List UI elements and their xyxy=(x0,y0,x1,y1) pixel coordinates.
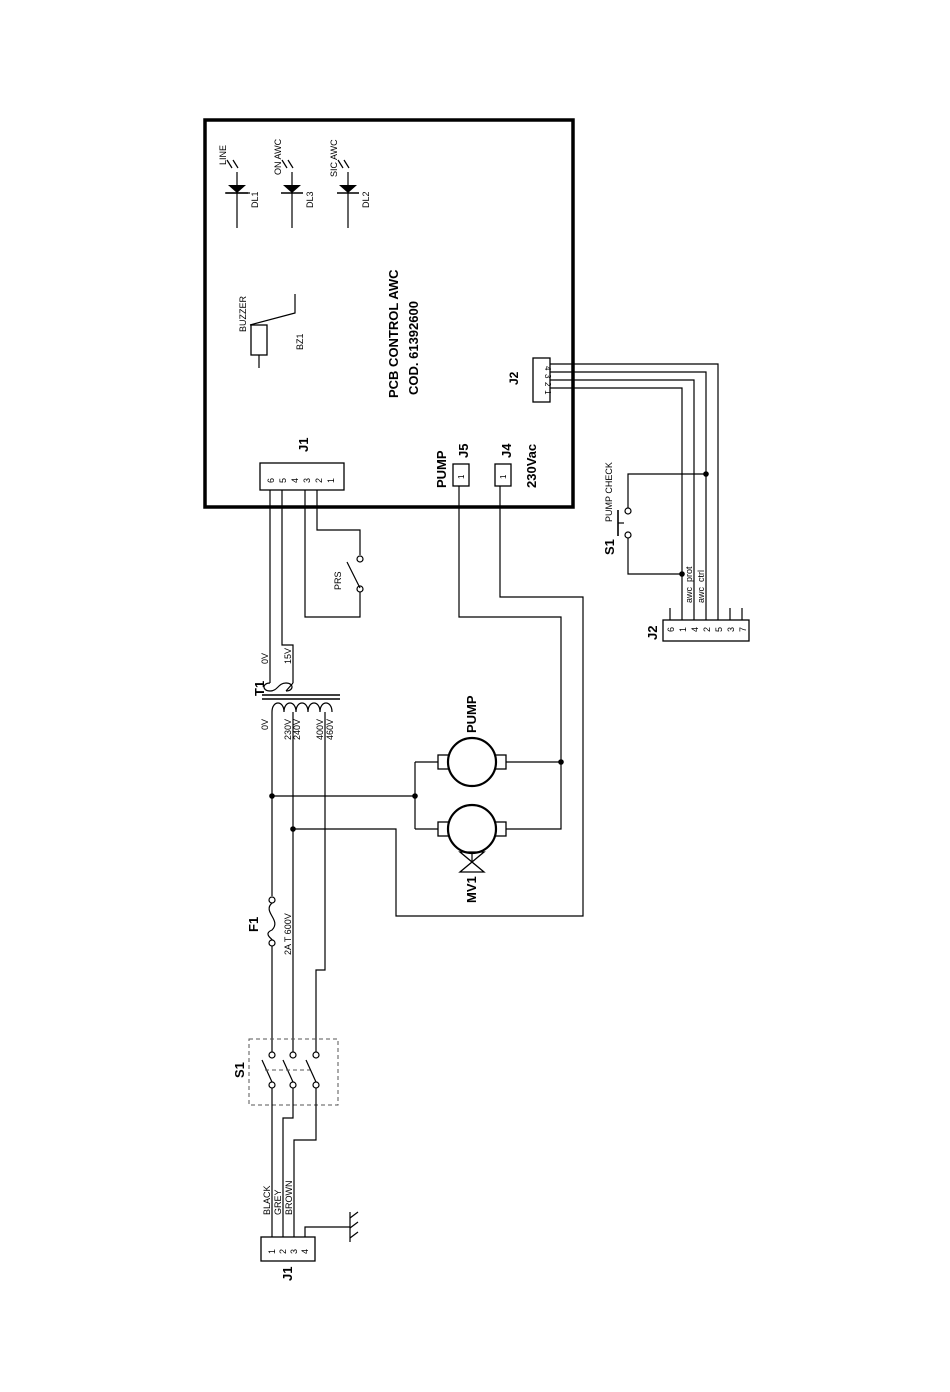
pump-check-label: PUMP CHECK xyxy=(604,462,614,522)
led-dl1-ref: DL1 xyxy=(250,191,260,208)
led-dl2: SIC AWC DL2 xyxy=(329,139,371,228)
main-terminal-pin-4: 4 xyxy=(300,1249,310,1254)
pump-motor: PUMP xyxy=(438,695,506,786)
valve-mv1-ref: MV1 xyxy=(464,876,479,903)
pcb-j2-pin-1: 1 xyxy=(543,390,552,395)
pcb-j1-connector: J1 6 5 4 3 2 1 xyxy=(260,438,344,490)
led-dl3-label: ON AWC xyxy=(273,138,283,175)
main-terminal-pin-3: 3 xyxy=(289,1249,299,1254)
pcb-j1-pin-6: 6 xyxy=(266,478,276,483)
pcb-j2-ref: J2 xyxy=(507,371,521,385)
fuse-f1: F1 2A T 600V xyxy=(246,897,293,1052)
pcb-j4-voltage: 230Vac xyxy=(524,444,539,488)
led-dl3: ON AWC DL3 xyxy=(273,138,315,228)
pcb-title: PCB CONTROL AWC xyxy=(386,269,401,398)
pcb-j5-ref: J5 xyxy=(456,444,471,458)
t1-secondary-0v: 0V xyxy=(260,653,270,664)
t1-primary-400v: 400V xyxy=(315,719,325,740)
wire-label-black: BLACK xyxy=(262,1185,272,1215)
fuse-f1-ref: F1 xyxy=(246,917,261,932)
led-dl1: LINE DL1 xyxy=(218,145,260,228)
pcb-j2-connector: J2 4 3 2 1 xyxy=(507,358,552,402)
wire-label-awc-ctrl: awc_ctrl xyxy=(696,570,706,603)
buzzer: BUZZER BZ1 xyxy=(238,294,305,368)
buzzer-label: BUZZER xyxy=(238,295,248,332)
pcb-j4-connector: 1 J4 230Vac xyxy=(495,443,539,488)
pcb-code: COD. 61392600 xyxy=(406,301,421,395)
transformer-t1: T1 0V 230V 240V 400V 460V xyxy=(252,681,340,740)
ext-j2-pin-5: 5 xyxy=(714,627,724,632)
pcb-j4-pin: 1 xyxy=(499,474,508,479)
t1-primary-0v: 0V xyxy=(260,719,270,730)
wire-label-brown: BROWN xyxy=(284,1181,294,1216)
main-terminal-j1: J1 1 2 3 4 xyxy=(261,1237,315,1281)
ext-j2-pin-3: 3 xyxy=(726,627,736,632)
ext-j2-pin-7: 7 xyxy=(738,627,748,632)
main-switch-s1: S1 xyxy=(232,1039,338,1105)
pcb-j1-pin-5: 5 xyxy=(278,478,288,483)
ext-j2-ref: J2 xyxy=(645,626,660,640)
main-terminal-pin-1: 1 xyxy=(267,1249,277,1254)
pcb-j1-pin-2: 2 xyxy=(314,478,324,483)
input-wires: BLACK GREY BROWN xyxy=(262,1088,358,1242)
pcb-j1-pin-4: 4 xyxy=(290,478,300,483)
prs-switch: PRS xyxy=(305,490,363,617)
led-dl1-label: LINE xyxy=(218,145,228,165)
pcb-j2-pin-3: 3 xyxy=(543,374,552,379)
ext-j2-pin-2: 2 xyxy=(702,627,712,632)
fuse-f1-rating: 2A T 600V xyxy=(283,913,293,955)
main-terminal-pin-2: 2 xyxy=(278,1249,288,1254)
pcb-j5-connector: 1 J5 PUMP xyxy=(434,444,471,488)
pcb-j2-pin-4: 4 xyxy=(543,366,552,371)
secondary-wires: 0V 15V xyxy=(260,490,293,683)
pcb-j2-pin-2: 2 xyxy=(543,382,552,387)
buzzer-ref: BZ1 xyxy=(295,333,305,350)
primary-wiring xyxy=(269,486,583,1052)
t1-primary-460v: 460V xyxy=(325,719,335,740)
main-switch-ref: S1 xyxy=(232,1062,247,1078)
pump-motor-label: PUMP xyxy=(464,695,479,733)
led-dl2-label: SIC AWC xyxy=(329,139,339,177)
pump-check-switch: PUMP CHECK S1 awc_prot awc_ctrl xyxy=(602,462,706,603)
t1-secondary-15v: 15V xyxy=(283,648,293,664)
wire-label-awc-prot: awc_prot xyxy=(684,566,694,603)
ext-j2-pin-6: 6 xyxy=(666,627,676,632)
pcb-j1-ref: J1 xyxy=(296,438,311,452)
wire-label-grey: GREY xyxy=(273,1189,283,1215)
led-dl3-ref: DL3 xyxy=(305,191,315,208)
pcb-j5-name: PUMP xyxy=(434,450,449,488)
pcb-j1-pin-1: 1 xyxy=(326,478,336,483)
led-dl2-ref: DL2 xyxy=(361,191,371,208)
pcb-j1-pin-3: 3 xyxy=(302,478,312,483)
ext-j2-connector: J2 6 1 4 2 5 3 7 xyxy=(645,620,749,641)
pcb-j4-ref: J4 xyxy=(499,443,514,458)
valve-mv1: MV1 xyxy=(438,805,506,903)
pump-check-ref: S1 xyxy=(602,539,617,555)
ext-j2-pin-4: 4 xyxy=(690,627,700,632)
ext-j2-pin-1: 1 xyxy=(678,627,688,632)
j2-harness xyxy=(550,364,742,620)
pcb-j5-pin: 1 xyxy=(457,474,466,479)
main-terminal-ref: J1 xyxy=(280,1267,295,1281)
t1-ref: T1 xyxy=(252,681,267,696)
prs-label: PRS xyxy=(333,571,343,590)
